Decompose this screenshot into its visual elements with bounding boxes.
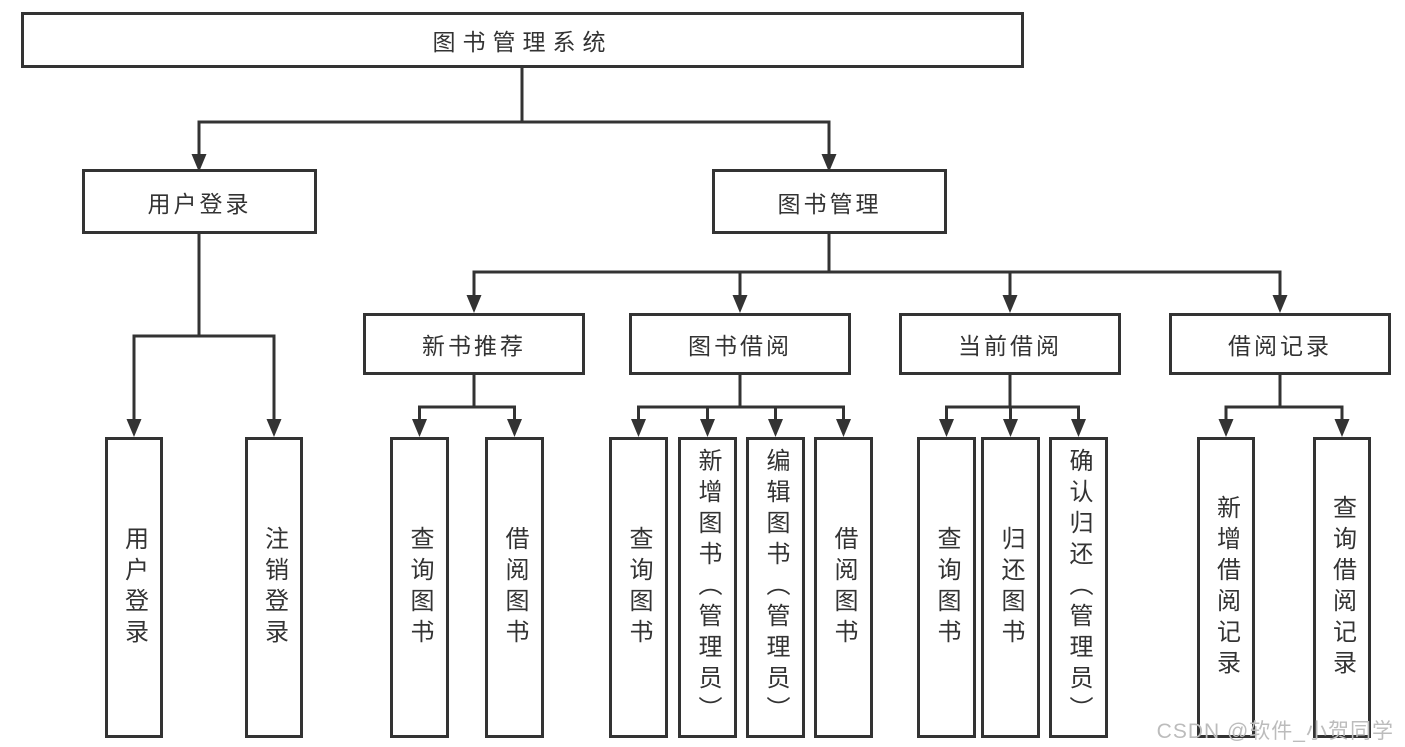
connector-login-to-leaves [126,234,282,437]
leaf-user-login: 用户登录 [105,437,163,738]
leaf-query-books-3: 查询图书 [917,437,976,738]
leaf-add-borrow-record-label: 新增借阅记录 [1212,494,1240,681]
node-root: 图书管理系统 [21,12,1024,68]
leaf-add-borrow-record: 新增借阅记录 [1197,437,1255,738]
leaf-edit-books-admin-label: 编辑图书（管理员） [762,448,789,727]
connector-root-to-level2 [191,68,837,172]
node-book-borrow: 图书借阅 [629,313,851,375]
leaf-logout-label: 注销登录 [260,525,288,650]
leaf-borrow-books-2-label: 借阅图书 [830,525,857,650]
node-book-borrow-label: 图书借阅 [688,333,792,359]
leaf-query-books-3-label: 查询图书 [933,525,960,650]
node-user-login-branch-label: 用户登录 [147,190,252,217]
node-root-label: 图书管理系统 [432,29,613,55]
node-current-borrow-label: 当前借阅 [958,333,1062,359]
leaf-add-books-admin-label: 新增图书（管理员） [694,448,721,727]
node-new-book-recommend: 新书推荐 [363,313,585,375]
leaf-add-books-admin: 新增图书（管理员） [678,437,737,738]
leaf-return-books: 归还图书 [981,437,1040,738]
leaf-query-books-1-label: 查询图书 [406,525,433,650]
connector-record-to-leaves [1218,375,1350,437]
node-current-borrow: 当前借阅 [899,313,1121,375]
node-book-management-branch: 图书管理 [712,169,947,234]
node-borrow-record: 借阅记录 [1169,313,1391,375]
leaf-confirm-return-admin: 确认归还（管理员） [1049,437,1108,738]
leaf-logout: 注销登录 [245,437,303,738]
connector-borrow-to-leaves [631,375,851,437]
leaf-borrow-books-2: 借阅图书 [814,437,873,738]
leaf-query-books-1: 查询图书 [390,437,449,738]
connector-current-to-leaves [939,375,1086,437]
leaf-edit-books-admin: 编辑图书（管理员） [746,437,805,738]
node-user-login-branch: 用户登录 [82,169,317,234]
node-new-book-recommend-label: 新书推荐 [422,333,526,359]
leaf-query-borrow-record-label: 查询借阅记录 [1328,494,1356,681]
node-book-management-branch-label: 图书管理 [777,190,882,217]
leaf-confirm-return-admin-label: 确认归还（管理员） [1065,448,1092,727]
leaf-query-borrow-record: 查询借阅记录 [1313,437,1371,738]
node-borrow-record-label: 借阅记录 [1228,333,1332,359]
leaf-borrow-books-1-label: 借阅图书 [501,525,528,650]
connector-newbook-to-leaves [412,375,522,437]
leaf-user-login-label: 用户登录 [120,525,148,650]
leaf-query-books-2-label: 查询图书 [625,525,652,650]
leaf-borrow-books-1: 借阅图书 [485,437,544,738]
leaf-return-books-label: 归还图书 [997,525,1024,650]
connector-mgmt-to-level3 [466,234,1288,313]
leaf-query-books-2: 查询图书 [609,437,668,738]
csdn-watermark: CSDN @软件_小贺同学 [1156,720,1394,743]
